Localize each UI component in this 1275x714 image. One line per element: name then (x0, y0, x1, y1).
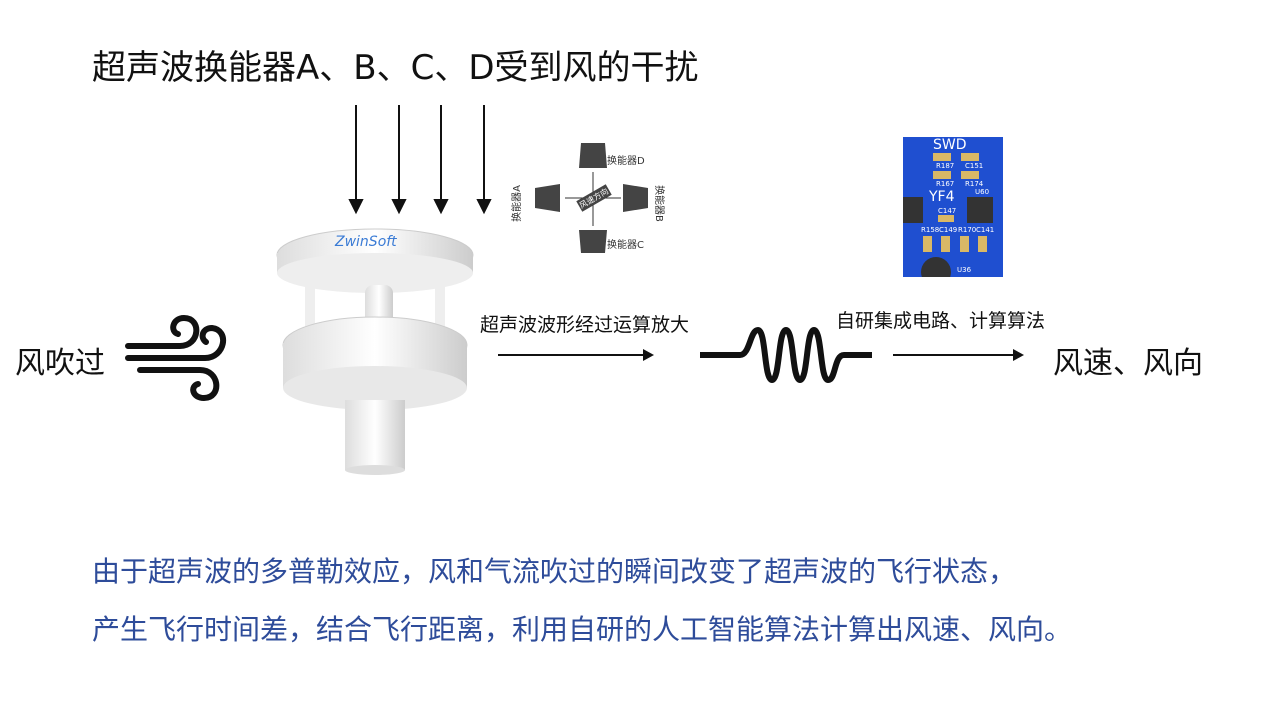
diagram-title: 超声波换能器A、B、C、D受到风的干扰 (92, 48, 699, 88)
description-line-1: 由于超声波的多普勒效应，风和气流吹过的瞬间改变了超声波的飞行状态， (92, 555, 1017, 588)
sensor-brand: ZwinSoft (335, 234, 397, 250)
step1-label: 超声波波形经过运算放大 (480, 314, 690, 336)
pcb-label: SWD (933, 137, 967, 153)
ultrasonic-sensor (276, 228, 474, 475)
transducer-d-label: 换能器D (607, 156, 645, 167)
pcb-label: C151 (965, 162, 984, 170)
pcb-image: SWD R187 C151 R167 R174 U60 YF4 C147 R15… (903, 137, 1003, 277)
pcb-label: R174 (965, 180, 984, 188)
step2-label: 自研集成电路、计算算法 (836, 310, 1046, 332)
result-label: 风速、风向 (1053, 346, 1203, 381)
pcb-label: R187 (936, 162, 955, 170)
arrow-right-2 (893, 349, 1024, 361)
pcb-label: R167 (936, 180, 955, 188)
pcb-label: R170 (958, 226, 977, 234)
wind-icon (125, 314, 227, 402)
transducer-c-label: 换能器C (607, 240, 644, 251)
pcb-label: C149 (939, 226, 958, 234)
pcb-label: C141 (976, 226, 995, 234)
pcb-label: U60 (975, 188, 990, 196)
transducer-a-label: 换能器A (511, 185, 523, 222)
pcb-label: C147 (938, 207, 957, 215)
waveform-icon (700, 326, 872, 384)
wind-arrows-down (348, 105, 492, 215)
pcb-label: YF4 (929, 189, 955, 205)
wind-label: 风吹过 (15, 346, 105, 381)
arrow-right-1 (498, 349, 654, 361)
transducer-diagram (535, 143, 648, 253)
description-line-2: 产生飞行时间差，结合飞行距离，利用自研的人工智能算法计算出风速、风向。 (92, 613, 1073, 646)
pcb-label: R158 (921, 226, 940, 234)
pcb-label: U36 (957, 266, 972, 274)
transducer-b-label: 换能器B (652, 185, 664, 222)
